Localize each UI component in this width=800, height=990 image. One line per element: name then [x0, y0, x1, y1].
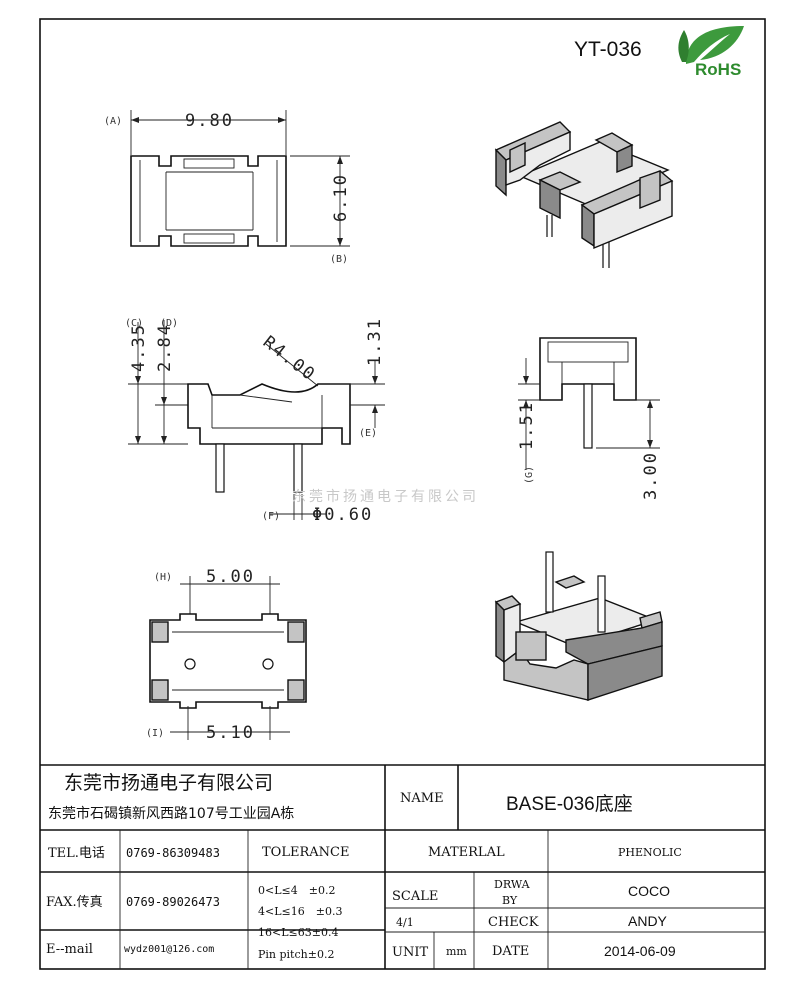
dim-ref-i: (I) — [146, 728, 164, 739]
scale-value: 4/1 — [396, 916, 414, 929]
dim-depth: 6.10 — [331, 173, 351, 222]
dim-pin-length: 3.00 — [641, 451, 661, 500]
bottom-view: (H) 5.00 (I) 5.10 — [146, 567, 307, 743]
unit-value: mm — [446, 945, 467, 958]
dim-ref-c: (C) — [125, 318, 143, 329]
dim-ref-g: (G) — [524, 466, 535, 484]
dim-ref-d: (D) — [160, 318, 178, 329]
pin-hole-left — [184, 658, 196, 670]
company-address: 东莞市石碣镇新风西路107号工业园A栋 — [48, 805, 294, 822]
drawn-value: COCO — [628, 883, 670, 899]
part-name: BASE-036底座 — [506, 793, 633, 815]
drawn-label-2: BY — [502, 894, 518, 907]
tolerance-row-4: Pin pitch±0.2 — [258, 948, 334, 961]
dim-g: 1.51 — [517, 401, 537, 450]
company-name: 东莞市扬通电子有限公司 — [64, 772, 273, 794]
iso-view-top — [494, 121, 674, 268]
dim-pin-diameter: Φ0.60 — [312, 505, 373, 525]
pin-hole-right — [262, 658, 274, 670]
iso-pin-2 — [597, 575, 606, 633]
tolerance-row-1: 0<L≤4 ±0.2 — [258, 884, 335, 897]
drawn-label-1: DRWA — [494, 878, 531, 891]
name-label: NAME — [400, 791, 444, 806]
iso-pin-1 — [545, 551, 554, 613]
tolerance-row-3: 16<L≤63±0.4 — [258, 926, 338, 939]
dim-pitch-h: 5.00 — [206, 567, 255, 587]
dim-ref-h: (H) — [154, 572, 172, 583]
unit-label: UNIT — [392, 945, 428, 960]
part-number: YT-036 — [574, 38, 642, 61]
sheet-border — [39, 18, 766, 970]
dim-pitch-i: 5.10 — [206, 723, 255, 743]
dim-radius: R4.00 — [259, 332, 320, 385]
end-view: 1.51 (G) 3.00 — [517, 337, 661, 500]
email-label: E--mail — [46, 942, 93, 957]
bottom-outline — [149, 613, 307, 709]
side-pin-right — [293, 443, 303, 493]
rohs-logo: RoHS — [678, 26, 744, 79]
fax-value: 0769-89026473 — [126, 895, 220, 909]
dim-height-d: 2.84 — [155, 323, 175, 372]
tel-value: 0769-86309483 — [126, 846, 220, 860]
dim-ref-b: (B) — [330, 254, 348, 265]
tel-label: TEL.电话 — [48, 846, 105, 861]
check-label: CHECK — [488, 915, 539, 930]
date-label: DATE — [492, 944, 529, 959]
date-value: 2014-06-09 — [604, 943, 676, 959]
tolerance-label: TOLERANCE — [262, 845, 349, 860]
material-label: MATERLAL — [428, 845, 505, 860]
rohs-leaf-icon — [686, 26, 744, 64]
dim-ref-a: (A) — [104, 116, 122, 127]
top-view: (A) 9.80 6.10 (B) — [104, 110, 351, 265]
email-value: wydz001@126.com — [124, 944, 214, 955]
material-value: PHENOLIC — [618, 846, 682, 859]
watermark: 东莞市扬通电子有限公司 — [292, 488, 479, 505]
dim-height-c: 4.35 — [129, 323, 149, 372]
title-block: 东莞市扬通电子有限公司 东莞市石碣镇新风西路107号工业园A栋 NAME BAS… — [40, 764, 765, 969]
tolerance-row-2: 4<L≤16 ±0.3 — [258, 905, 342, 918]
fax-label: FAX.传真 — [46, 895, 103, 910]
top-outline — [130, 155, 287, 247]
side-outline — [187, 383, 351, 445]
dim-top-offset: 1.31 — [365, 317, 385, 366]
scale-label: SCALE — [392, 889, 438, 904]
side-pin-left — [215, 443, 225, 493]
dim-ref-f: (F) — [262, 511, 280, 522]
check-value: ANDY — [628, 913, 668, 929]
rohs-label: RoHS — [695, 60, 741, 79]
end-pin — [583, 383, 593, 449]
rohs-leaf-icon-2 — [678, 30, 689, 62]
dim-ref-e: (E) — [359, 428, 377, 439]
dim-width: 9.80 — [185, 111, 234, 131]
iso-view-bottom — [494, 551, 663, 701]
